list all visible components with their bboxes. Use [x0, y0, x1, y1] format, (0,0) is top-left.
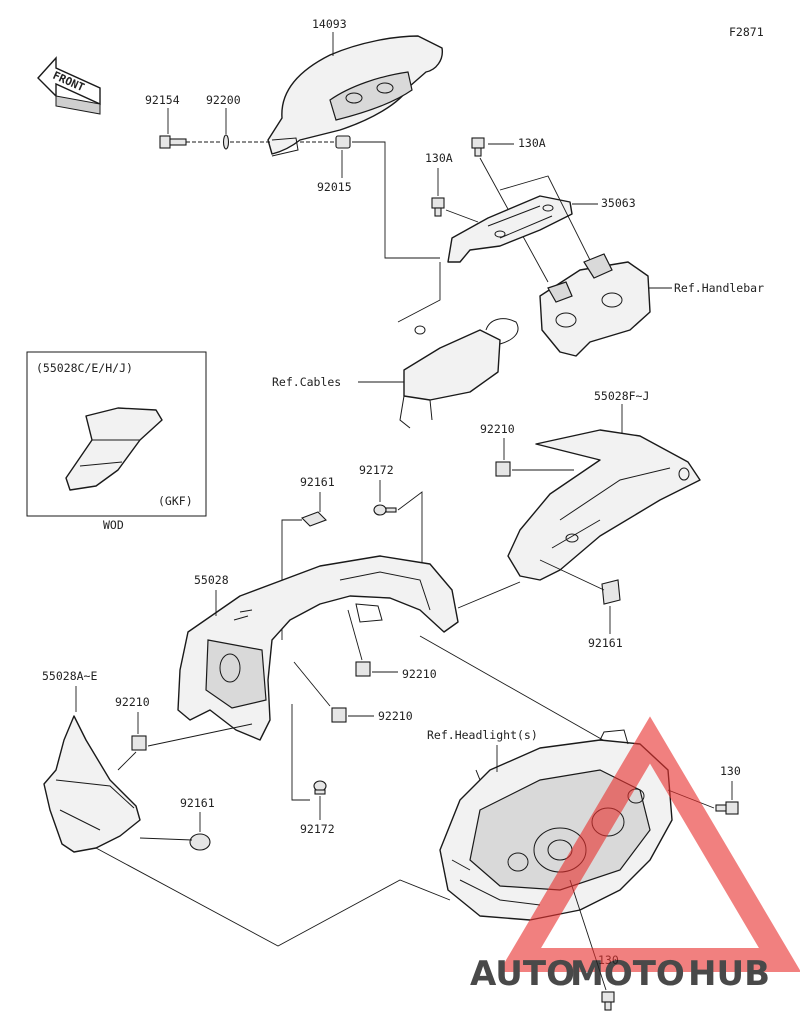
- watermark-hub: HUB: [688, 954, 770, 994]
- bolt-130-a-icon: [715, 801, 739, 815]
- bolt-130-b-icon: [601, 991, 615, 1011]
- cables-bracket: [399, 318, 519, 429]
- lower-cowl-55028a-e: [43, 715, 141, 853]
- label-130a-2: 130A: [518, 136, 546, 150]
- nut-92210-c-icon: [331, 707, 347, 723]
- cowl-55028: [177, 555, 459, 741]
- label-ref-handlebar: Ref.Handlebar: [674, 281, 764, 295]
- label-92161-a: 92161: [300, 475, 335, 489]
- pad-92161-c-icon: [189, 833, 211, 851]
- bolt-92154-icon: [159, 135, 187, 149]
- label-92210-c: 92210: [378, 709, 413, 723]
- label-92200: 92200: [206, 93, 241, 107]
- label-14093: 14093: [312, 17, 347, 31]
- label-92210-a: 92210: [480, 422, 515, 436]
- label-130a-1: 130A: [425, 151, 453, 165]
- label-92161-b: 92161: [588, 636, 623, 650]
- bolt-130a-2-icon: [471, 137, 485, 157]
- label-92161-c: 92161: [180, 796, 215, 810]
- bracket-35063: [447, 195, 573, 263]
- label-ref-headlights: Ref.Headlight(s): [427, 728, 538, 742]
- collar-92015-icon: [335, 135, 351, 149]
- label-92172-a: 92172: [359, 463, 394, 477]
- screw-92172-a-icon: [373, 504, 397, 516]
- inset-title: (55028C/E/H/J): [36, 361, 133, 375]
- label-92210-d: 92210: [115, 695, 150, 709]
- bolt-130a-1-icon: [431, 197, 445, 217]
- handlebar-clamp: [539, 253, 651, 357]
- watermark-logo: AUTO MOTO HUB: [470, 716, 800, 994]
- label-92015: 92015: [317, 180, 352, 194]
- inset-caption: WOD: [103, 518, 124, 532]
- label-55028: 55028: [194, 573, 229, 587]
- cover-14093: [267, 35, 443, 157]
- label-35063: 35063: [601, 196, 636, 210]
- side-cover-55028f-j: [507, 429, 701, 581]
- washer-92200-icon: [222, 134, 230, 150]
- label-ref-cables: Ref.Cables: [272, 375, 341, 389]
- front-arrow-icon: FRONT: [37, 56, 101, 115]
- watermark-auto: AUTO: [470, 954, 575, 994]
- pad-92161-b-icon: [601, 579, 621, 605]
- nut-92210-a-icon: [495, 461, 511, 477]
- pad-92161-a-icon: [301, 511, 327, 527]
- label-55028f-j: 55028F~J: [594, 389, 649, 403]
- screw-92172-b-icon: [313, 780, 327, 795]
- watermark-moto: MOTO: [570, 954, 685, 994]
- diagram-code: F2871: [729, 25, 764, 39]
- label-130-a: 130: [720, 764, 741, 778]
- label-92172-b: 92172: [300, 822, 335, 836]
- label-92210-b: 92210: [402, 667, 437, 681]
- nut-92210-d-icon: [131, 735, 147, 751]
- label-92154: 92154: [145, 93, 180, 107]
- inset-note: (GKF): [158, 494, 193, 508]
- label-55028a-e: 55028A~E: [42, 669, 97, 683]
- inset-box: (55028C/E/H/J) (GKF) WOD: [26, 351, 207, 532]
- nut-92210-b-icon: [355, 661, 371, 677]
